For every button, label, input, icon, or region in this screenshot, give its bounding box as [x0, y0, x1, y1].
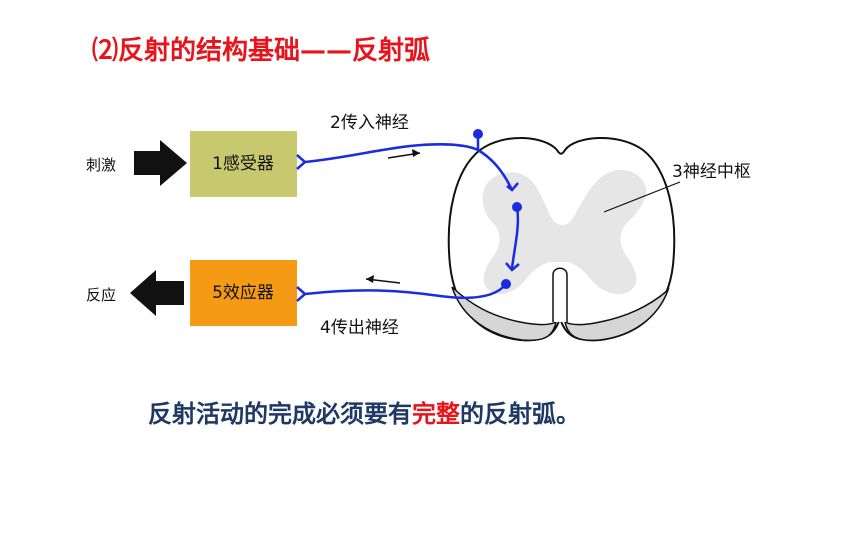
page-title: ⑵反射的结构基础——反射弧: [92, 36, 431, 66]
nerve-center-pointer: [603, 181, 681, 213]
receptor-box: [190, 131, 297, 197]
interneuron: [505, 202, 522, 272]
ventral-fissure: [552, 267, 568, 322]
nerve-center-label: 3神经中枢: [672, 162, 751, 182]
afferent-nerve-label: 2传入神经: [330, 113, 409, 133]
caption: 反射活动的完成必须要有完整的反射弧。: [148, 394, 580, 429]
white-matter-left: [451, 286, 558, 342]
response-label: 反应: [86, 286, 116, 304]
afferent-direction-arrow-icon: [387, 149, 421, 159]
efferent-nerve: [296, 279, 511, 302]
effector-label: 5效应器: [212, 283, 274, 303]
stimulus-label: 刺激: [86, 156, 116, 174]
effector-box: [190, 260, 297, 326]
receptor-label: 1感受器: [212, 154, 274, 174]
caption-highlight: 完整: [412, 399, 460, 428]
response-arrow-icon: [130, 270, 184, 316]
gray-matter: [482, 169, 647, 295]
afferent-ganglion: [473, 129, 483, 139]
afferent-nerve: [296, 129, 519, 192]
caption-text-end: 的反射弧。: [460, 399, 580, 428]
white-matter-right: [563, 287, 670, 342]
efferent-direction-arrow-icon: [365, 275, 401, 284]
efferent-nerve-label: 4传出神经: [320, 318, 399, 338]
caption-text-start: 反射活动的完成必须要有: [148, 399, 412, 428]
spinal-cord: [447, 137, 676, 342]
stimulus-arrow-icon: [134, 140, 187, 186]
